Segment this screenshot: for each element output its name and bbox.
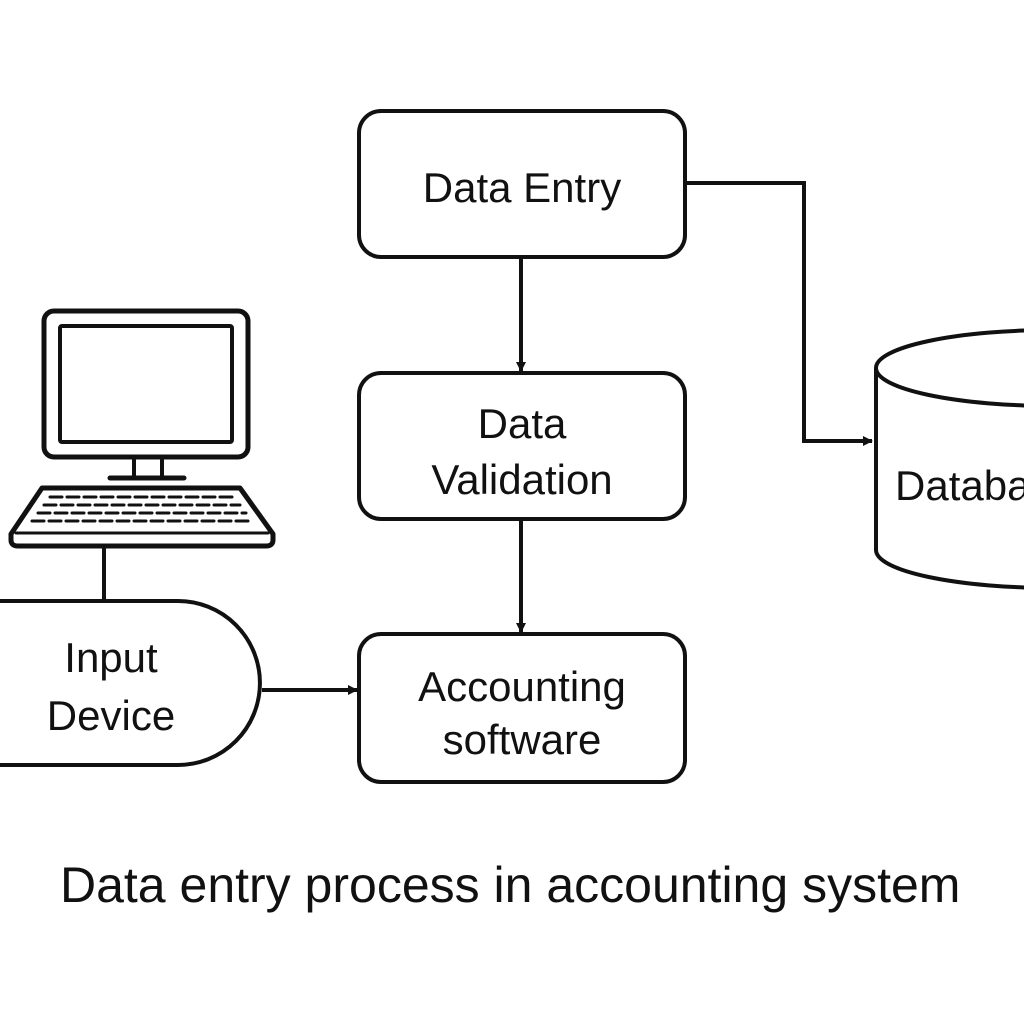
- computer-icon: [8, 308, 276, 603]
- data-validation-node: Data Validation: [357, 371, 687, 521]
- input-device-label-line2: Device: [47, 692, 175, 739]
- arrow-entry-to-database: [687, 181, 873, 446]
- input-device-label-line1: Input: [64, 634, 158, 681]
- data-validation-label-line1: Data: [478, 400, 567, 447]
- data-validation-label-line2: Validation: [431, 456, 612, 503]
- accounting-software-label-line1: Accounting: [418, 663, 626, 710]
- accounting-software-node: Accounting software: [357, 632, 687, 784]
- database-node: Database: [874, 328, 1024, 590]
- data-entry-label: Data Entry: [423, 164, 621, 211]
- diagram-caption: Data entry process in accounting system: [60, 857, 961, 913]
- data-entry-node: Data Entry: [357, 109, 687, 259]
- connectors: [262, 181, 873, 695]
- database-label: Database: [895, 462, 1024, 509]
- accounting-software-label-line2: software: [443, 716, 602, 763]
- input-device-node: Input Device: [0, 599, 262, 767]
